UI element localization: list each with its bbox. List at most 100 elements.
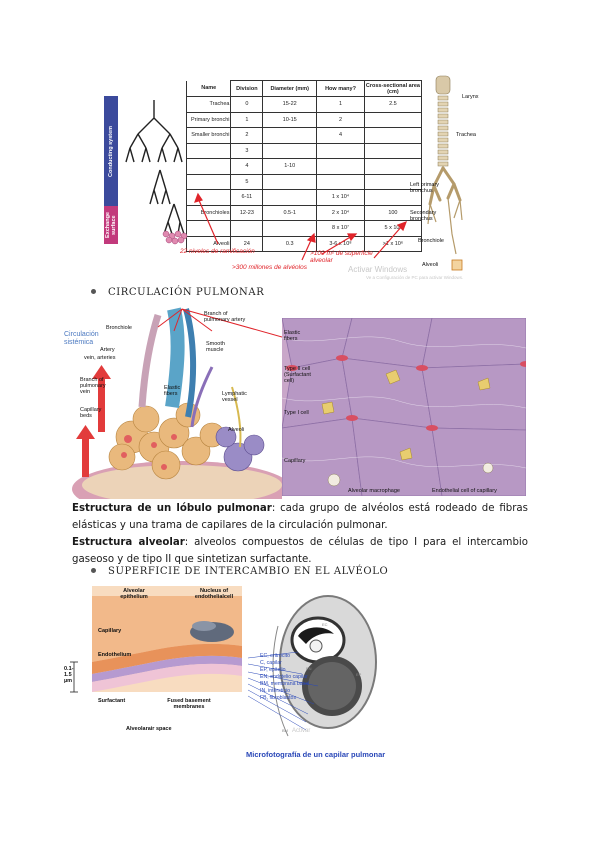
table-cell: 15-22 [262,96,318,113]
label-bronchiole: Bronchiole [106,325,132,331]
label-capillary: Capillary [284,458,306,464]
table-cell [316,158,365,175]
label-trachea: Trachea [456,132,476,138]
table-cell: Alveoli [186,235,232,252]
table-cell: Primary bronchi [186,111,232,128]
label-elastic-fibers: Elastic fibers [164,385,181,398]
label-alveolar-macrophage: Alveolar macrophage [348,488,400,494]
bronchial-tree-illustration [125,100,188,245]
table-cell [363,142,423,159]
label-capillary-beds: Capillary beds [80,407,102,420]
label-alveolar-air-space: Alveolarair space [126,726,172,732]
term-lobule-structure: Estructura de un lóbulo pulmonar [72,503,272,514]
label-thickness: 0.1-1.5 µm [64,666,74,685]
svg-text:BM: BM [282,728,288,733]
label-alveoli: Alveoli [228,427,245,433]
table-cell: 10-15 [262,111,318,128]
label-fused-basement: Fused basement membranes [167,698,211,711]
table-header: How many? [316,80,365,97]
label-surfactant: Surfactant [98,698,126,704]
table-cell: 1 [316,96,365,113]
red-arrows [194,192,408,261]
label-capillary: Capillary [98,628,122,634]
airway-table: Name Division Diameter (mm) How many? Cr… [104,80,423,252]
label-pulmonary-artery-branch: Branch of pulmonary artery [204,311,246,324]
alveolar-description: Estructura alveolar: alveolos compuestos… [72,534,528,568]
alveolar-structure-illustration [282,318,526,496]
legend-item: C, capilar [260,660,282,666]
label-left-primary-bronchus: Left primary bronchus [410,182,440,195]
label-endothelial-nucleus: Nucleus of endothelialcell [194,588,234,601]
watermark-micrograph: Activar [292,728,311,734]
trachea-illustration [427,75,463,271]
legend-item: EN, endotelio capilar [260,674,308,680]
table-row: 3 [104,142,423,159]
label-endothelium: Endothelium [98,652,132,658]
label-secondary-bronchus: Secondary bronchus [410,210,437,223]
heading-exchange-surface: SUPERFICIE DE INTERCAMBIO EN EL ALVÉOLO [91,566,388,577]
watermark-title: Activar Windows [348,265,408,274]
label-pulmonary-vein-branch: Branch of pulmonary vein [80,377,106,396]
annotation-surface: >100 m² de superficie alveolar [310,250,373,264]
micrograph-caption: Microfotografía de un capilar pulmonar [246,750,386,759]
annotation-ramification: 22 niveles de ramificación [180,248,255,255]
label-artery: Artery [100,347,115,353]
exchange-membrane-illustration [70,586,242,746]
table-header-row: Name Division Diameter (mm) How many? Cr… [104,80,423,97]
svg-text:EN: EN [306,666,312,671]
table-header: Cross-sectional area (cm) [363,80,423,97]
svg-text:EP: EP [356,672,362,677]
annotation-alveoli-count: >300 millones de alvéolos [232,264,307,271]
label-type2-cell: Type II cell (Surfactant cell) [284,366,311,385]
table-cell: 4 [230,158,264,175]
heading-text: SUPERFICIE DE INTERCAMBIO EN EL ALVÉOLO [108,566,389,577]
table-cell: Trachea [186,96,232,113]
table-cell: 2 [316,111,365,128]
table-cell: 0.3 [262,235,318,252]
lobule-description: Estructura de un lóbulo pulmonar: cada g… [72,500,528,534]
label-systemic-circulation: Circulación sistémica [64,331,99,346]
legend-item: EP, epitelio [260,667,286,673]
label-larynx: Larynx [462,94,479,100]
table-cell: 0 [230,96,264,113]
table-header: Name [186,80,232,97]
figure-exchange-membrane: Alveolar epithelium Nucleus of endotheli… [64,586,244,748]
legend-item: IN, intersticio [260,688,290,694]
svg-text:EC: EC [322,622,328,627]
table-cell [262,142,318,159]
label-lymphatic-vessel: Lymphatic vessel [222,391,247,404]
label-elastic-fibers: Elastic fibers [284,330,301,343]
bullet-icon [91,568,96,573]
table-cell: 1 [230,111,264,128]
label-smooth-muscle: Smooth muscle [206,341,225,354]
label-bronchiole: Bronchiole [418,238,444,244]
figure-alveolar-structure: Elastic fibers Type II cell (Surfactant … [282,318,526,496]
table-cell: 2.5 [363,96,423,113]
table-cell [363,158,423,175]
watermark-subtitle: Ve a Configuración de PC para activar Wi… [366,275,464,280]
table-cell [363,127,423,144]
label-type1-cell: Type I cell [284,410,309,416]
heading-text: CIRCULACIÓN PULMONAR [108,287,265,298]
micrograph-illustration: EC EN EP BM [248,586,378,750]
label-alveoli: Alveoli [422,262,439,268]
table-cell: 3 [230,142,264,159]
table-cell [262,127,318,144]
legend-item: FB, fibroblastos [260,695,297,701]
table-cell: Smaller bronchi [186,127,232,144]
table-header: Diameter (mm) [262,80,318,97]
figure-capillary-micrograph: EC EN EP BM [248,586,378,750]
figure-lung-lobule: Circulación sistémica Bronchiole Artery … [62,307,282,499]
legend-item: BM, membrana basal [260,681,310,687]
label-vein-arteries: vein, arteries [84,355,116,361]
bullet-icon [91,289,96,294]
figure-airway-table: Name Division Diameter (mm) How many? Cr… [104,72,494,284]
label-endothelial-cell: Endothelial cell of capillary [432,488,497,494]
micrograph-legend: EC, eritrocito C, capilar EP, epitelio E… [260,653,340,702]
table-row: 5 [104,173,423,190]
term-alveolar-structure: Estructura alveolar [72,537,185,548]
table-cell: 2 [230,127,264,144]
